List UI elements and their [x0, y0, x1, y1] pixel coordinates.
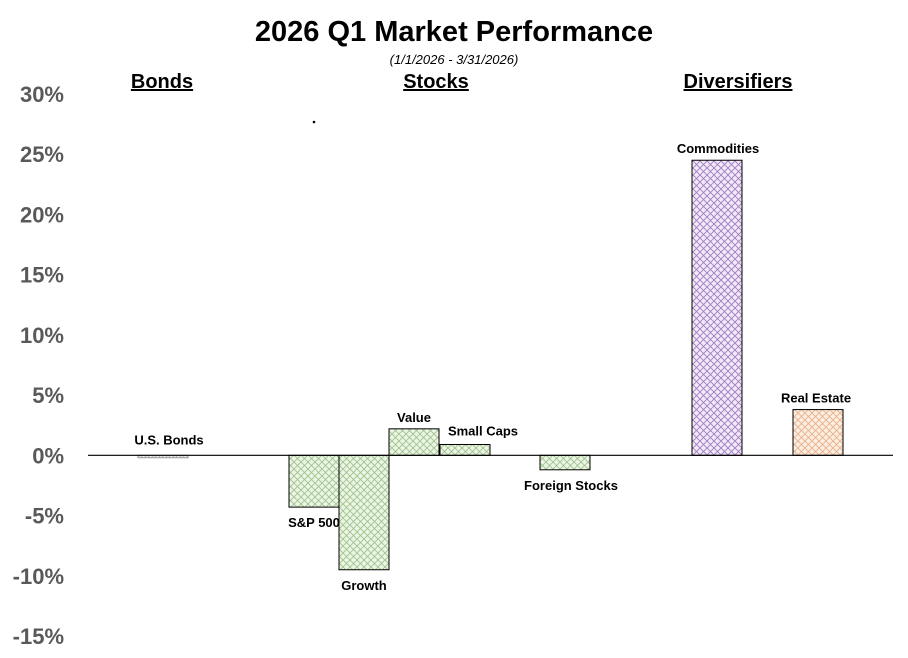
y-tick-label: 15%: [20, 263, 64, 288]
y-tick-label: 20%: [20, 202, 64, 227]
chart-title: 2026 Q1 Market Performance: [255, 16, 653, 48]
group-label-bonds: Bonds: [131, 71, 193, 93]
chart-subtitle: (1/1/2026 - 3/31/2026): [390, 52, 519, 67]
data-label-real-estate: Real Estate: [781, 391, 851, 406]
bar-value: [388, 428, 440, 456]
group-label-stocks: Stocks: [403, 71, 469, 93]
data-label-u-s-bonds: U.S. Bonds: [134, 432, 203, 447]
data-label-value: Value: [397, 410, 431, 425]
bars: [137, 159, 844, 571]
data-label-commodities: Commodities: [677, 141, 759, 156]
data-label-s-p-500: S&P 500: [288, 515, 340, 530]
bar-foreign-stocks: [539, 454, 591, 471]
stray-dot: [312, 120, 316, 124]
data-label-growth: Growth: [341, 578, 387, 593]
y-axis-tick-labels: 30% 25% 20% 15% 10% 5% 0% -5% -10% -15%: [13, 82, 64, 649]
y-tick-label: -10%: [13, 564, 64, 589]
data-label-foreign-stocks: Foreign Stocks: [524, 478, 618, 493]
bar-growth: [338, 454, 390, 571]
group-label-diversifiers: Diversifiers: [684, 71, 793, 93]
y-tick-label: -15%: [13, 624, 64, 649]
group-labels: Bonds Stocks Diversifiers: [131, 71, 793, 93]
y-tick-label: 10%: [20, 323, 64, 348]
data-label-small-caps: Small Caps: [448, 423, 518, 438]
y-tick-label: 0%: [32, 443, 64, 468]
bar-commodities: [691, 159, 743, 456]
bar-s-p-500: [288, 454, 340, 508]
bar-small-caps: [439, 443, 491, 456]
y-tick-label: 30%: [20, 82, 64, 107]
y-tick-label: 25%: [20, 142, 64, 167]
bar-real-estate: [792, 409, 844, 456]
y-tick-label: 5%: [32, 383, 64, 408]
y-tick-label: -5%: [25, 504, 64, 529]
